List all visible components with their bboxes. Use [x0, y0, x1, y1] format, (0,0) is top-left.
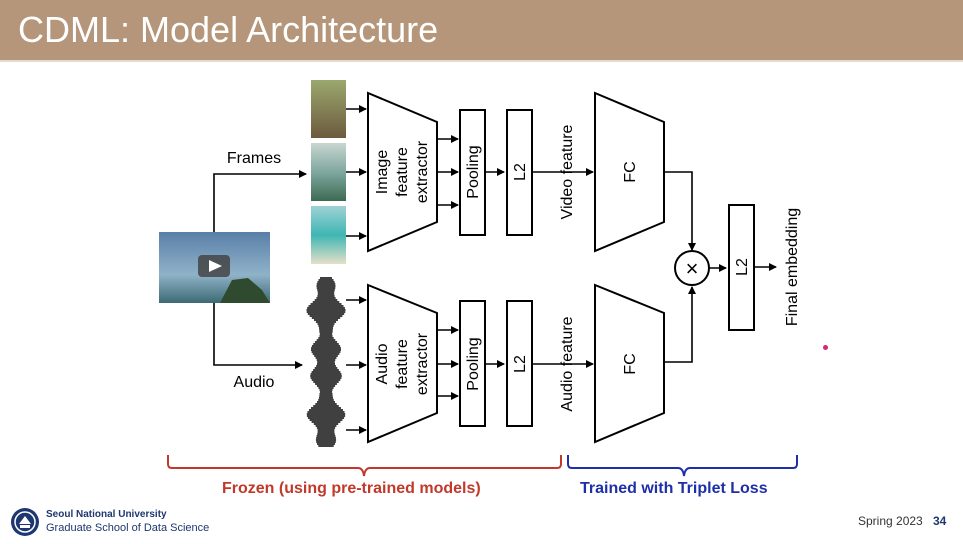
- frame-thumbnail-3: [311, 206, 346, 264]
- final-l2-label: L2: [734, 258, 751, 276]
- footer-school: Graduate School of Data Science: [46, 522, 209, 534]
- image-extractor-line-1: Image: [374, 150, 391, 195]
- image-extractor-line-3: extractor: [414, 140, 431, 203]
- pointer-dot: [823, 345, 828, 350]
- video-thumbnail: [159, 232, 270, 303]
- university-logo-icon: [10, 507, 40, 537]
- frozen-label: Frozen (using pre-trained models): [222, 480, 481, 498]
- page-number: 34: [933, 514, 946, 528]
- footer-university: Seoul National University: [46, 509, 167, 520]
- multiply-symbol: ×: [686, 256, 699, 281]
- audio-branch-arrow: [214, 303, 302, 365]
- image-extractor-line-2: feature: [394, 147, 411, 197]
- l2-label-video: L2: [512, 163, 529, 181]
- frame-thumbnail-2: [311, 143, 346, 201]
- audio-extractor-line-2: feature: [394, 339, 411, 389]
- audio-waveform: [307, 278, 346, 446]
- l2-label-audio: L2: [512, 355, 529, 373]
- frozen-brace: [168, 455, 561, 476]
- fc-label-video: FC: [622, 161, 639, 182]
- audio-extractor-line-3: extractor: [414, 332, 431, 395]
- final-embedding-label: Final embedding: [784, 208, 801, 326]
- fc-label-audio: FC: [622, 353, 639, 374]
- frame-thumbnail-1: [311, 80, 346, 138]
- trained-brace: [568, 455, 797, 476]
- frames-branch-arrow: [214, 174, 306, 232]
- audio-label: Audio: [234, 374, 275, 391]
- waveform-trace: [307, 278, 346, 446]
- footer-term: Spring 2023: [858, 514, 923, 528]
- audio-extractor-line-1: Audio: [374, 343, 391, 384]
- trained-label: Trained with Triplet Loss: [580, 480, 768, 498]
- pooling-label-video: Pooling: [465, 145, 482, 198]
- frames-label: Frames: [227, 150, 281, 167]
- pooling-label-audio: Pooling: [465, 337, 482, 390]
